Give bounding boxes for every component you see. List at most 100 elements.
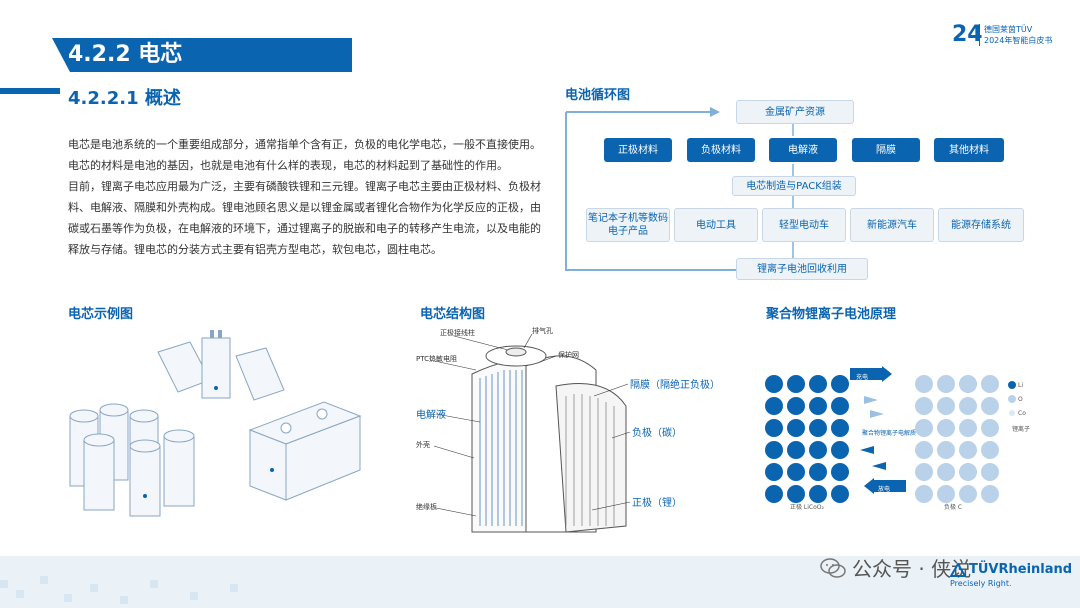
page-number: 24 xyxy=(952,22,983,47)
header-brand-line2: 2024年智能白皮书 xyxy=(984,36,1053,45)
charge-arrow-head xyxy=(882,366,892,382)
cathode-atom xyxy=(831,463,849,481)
anode-atom xyxy=(959,419,977,437)
label-positive: 正极（锂） xyxy=(632,498,682,509)
anode-atom xyxy=(981,419,999,437)
cathode-atom xyxy=(787,441,805,459)
pixel-decoration xyxy=(285,40,357,70)
structure-drawing xyxy=(429,333,631,533)
anode-atom xyxy=(915,375,933,393)
legend-co: Co xyxy=(1018,410,1026,417)
cathode-atom xyxy=(831,441,849,459)
footer-band xyxy=(0,556,1080,608)
anode-atom xyxy=(937,463,955,481)
cathode-atom xyxy=(765,375,783,393)
anode-atom xyxy=(959,375,977,393)
material-box-2: 负极材料 xyxy=(687,138,755,162)
subsection-title: 4.2.2.1 概述 xyxy=(68,84,181,110)
cycle-connectors xyxy=(565,107,794,271)
material-box-3: 电解液 xyxy=(769,138,837,162)
cathode-label: 正极 LiCoO₂ xyxy=(790,504,824,511)
app-box-4: 新能源汽车 xyxy=(850,208,934,242)
label-vent: 排气孔 xyxy=(532,327,553,335)
cathode-atom xyxy=(809,485,827,503)
legend-o: O xyxy=(1018,396,1023,403)
cathode-atom xyxy=(765,397,783,415)
recycle-box: 锂离子电池回收利用 xyxy=(736,258,868,280)
subsection-number: 4.2.2.1 xyxy=(68,88,139,109)
cathode-atom xyxy=(809,419,827,437)
material-box-5: 其他材料 xyxy=(934,138,1004,162)
ion-arrow xyxy=(860,446,874,454)
cathode-atom xyxy=(809,375,827,393)
cathode-atom xyxy=(809,463,827,481)
app-box-5: 能源存储系统 xyxy=(938,208,1024,242)
cathode-atom xyxy=(787,463,805,481)
anode-atom xyxy=(959,397,977,415)
cathode-atom xyxy=(831,375,849,393)
label-positive-terminal: 正极接线柱 xyxy=(440,329,475,337)
anode-atom xyxy=(937,375,955,393)
cell-examples-figure xyxy=(69,330,362,517)
cathode-atom xyxy=(831,419,849,437)
anode-atom xyxy=(937,419,955,437)
material-box-4: 隔膜 xyxy=(852,138,920,162)
discharge-arrow xyxy=(874,480,906,492)
app-box-2: 电动工具 xyxy=(674,208,758,242)
cathode-atom xyxy=(765,463,783,481)
cathode-atom xyxy=(787,397,805,415)
subsection-label: 概述 xyxy=(144,88,181,109)
label-protection-net: 保护网 xyxy=(558,351,579,359)
body-text: 电芯是电池系统的一个重要组成部分，通常指单个含有正，负极的电化学电芯，一般不直接… xyxy=(68,134,548,260)
anode-atom xyxy=(981,397,999,415)
footer-pixel-decoration xyxy=(0,576,238,604)
charge-arrow xyxy=(850,368,882,380)
label-negative: 负极（碳） xyxy=(632,428,682,439)
ion-arrow xyxy=(870,410,884,418)
cathode-atom xyxy=(787,375,805,393)
examples-title: 电芯示例图 xyxy=(68,307,134,322)
wechat-watermark: 公众号 · 侠说 xyxy=(820,553,971,582)
principle-drawing xyxy=(765,366,1016,503)
charge-label: 充电 xyxy=(856,374,869,381)
manufacturing-box: 电芯制造与PACK组装 xyxy=(732,176,856,196)
cathode-atom xyxy=(831,485,849,503)
wechat-label: 公众号 · 侠说 xyxy=(852,557,972,581)
anode-atom xyxy=(981,485,999,503)
paragraph-2: 目前，锂离子电芯应用最为广泛，主要有磷酸铁锂和三元锂。锂离子电芯主要由正极材料、… xyxy=(68,180,541,256)
legend-li: Li xyxy=(1018,382,1024,389)
structure-title: 电芯结构图 xyxy=(420,307,486,322)
tuv-tagline: Precisely Right. xyxy=(950,579,1012,588)
subsection-accent xyxy=(0,88,60,94)
cathode-atom xyxy=(809,397,827,415)
anode-atom xyxy=(915,485,933,503)
anode-atom xyxy=(937,441,955,459)
label-casing: 外壳 xyxy=(416,441,430,449)
app-box-1: 笔记本子机等数码电子产品 xyxy=(586,208,670,242)
anode-atom xyxy=(915,397,933,415)
legend-dot-o xyxy=(1008,395,1016,403)
tuv-logo: TÜVRheinland Precisely Right. xyxy=(950,562,1072,588)
anode-atom xyxy=(981,375,999,393)
tuv-triangle-icon xyxy=(950,562,966,577)
section-title: 4.2.2 电芯 xyxy=(68,42,183,67)
header-brand: 德国莱茵TÜV 2024年智能白皮书 xyxy=(984,24,1052,46)
anode-atom xyxy=(981,441,999,459)
cathode-atom xyxy=(787,485,805,503)
anode-atom xyxy=(915,463,933,481)
anode-atom xyxy=(937,485,955,503)
cell-structure-figure: 正极接线柱 排气孔 PTC热敏电阻 保护网 隔膜（隔绝正负极） 电解液 外壳 负… xyxy=(416,326,736,536)
anode-atom xyxy=(959,485,977,503)
label-electrolyte: 电解液 xyxy=(416,410,446,421)
anode-atom xyxy=(959,441,977,459)
anode-atom xyxy=(937,397,955,415)
discharge-label: 放电 xyxy=(878,486,891,493)
anode-atom xyxy=(981,463,999,481)
label-separator: 隔膜（隔绝正负极） xyxy=(630,380,720,391)
cathode-atom xyxy=(765,485,783,503)
cathode-atom xyxy=(831,397,849,415)
label-insulator: 绝缘板 xyxy=(416,503,437,511)
anode-label: 负极 C xyxy=(944,504,963,511)
ion-arrow xyxy=(872,462,886,470)
legend-dot-li xyxy=(1008,381,1016,389)
